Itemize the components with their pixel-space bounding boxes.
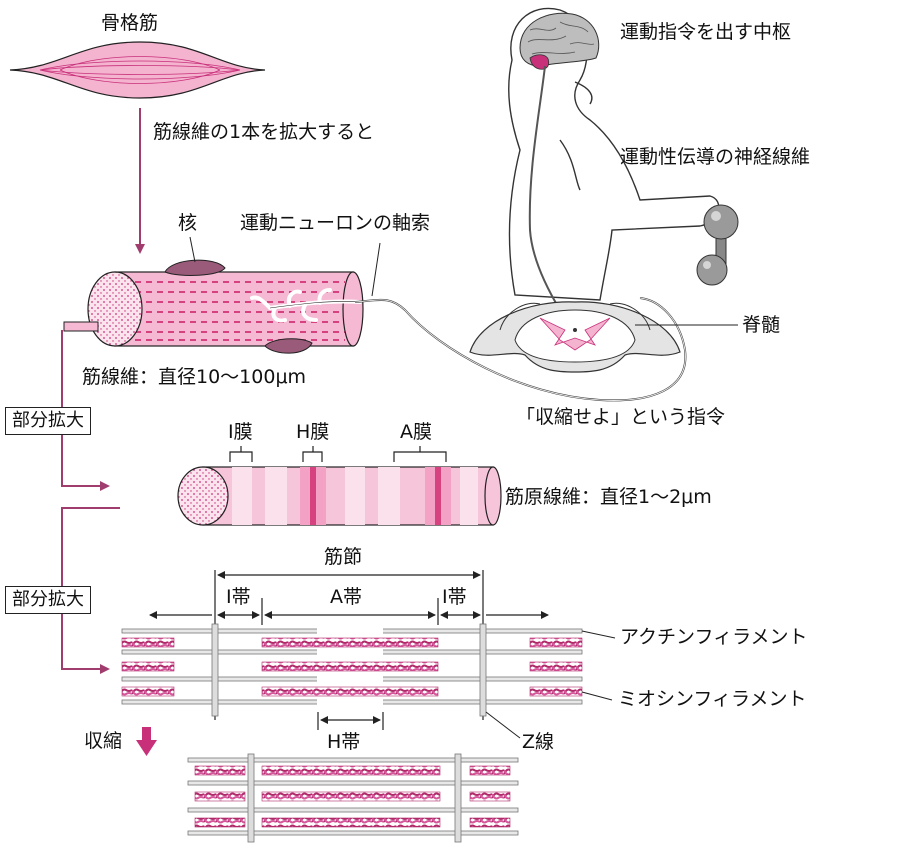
label-a-band: A帯 [330,586,362,608]
label-actin: アクチンフィラメント [620,626,808,648]
label-myosin: ミオシンフィラメント [618,688,807,710]
label-i-membrane: I膜 [228,421,253,443]
sarcomere-relaxed [121,623,583,717]
label-nucleus: 核 [178,212,198,234]
label-spinal-cord: 脊髄 [742,314,781,336]
label-i-band-right: I帯 [442,586,467,608]
label-partial-zoom-2: 部分拡大 [5,586,91,614]
dumbbell [696,204,739,286]
label-sarcomere: 筋節 [324,546,363,568]
axon-pointer [371,242,381,297]
label-magnify-fiber: 筋線維の1本を拡大すると [153,121,375,143]
nucleus-pointer [189,236,196,263]
label-partial-zoom-1: 部分拡大 [5,407,91,435]
membrane-brackets [229,446,447,462]
muscle-fiber-cylinder [63,259,364,354]
contraction-arrow [136,727,157,756]
spinal-path [528,65,561,311]
brain [519,12,600,70]
label-z-line: Z線 [522,731,555,753]
skeletal-muscle-shape [9,41,266,99]
label-motor-center: 運動指令を出す中枢 [620,21,792,43]
label-myofibril-diameter: 筋原線維：直径1～2μm [505,486,712,508]
myofibril [177,466,502,526]
label-contraction: 収縮 [84,730,123,752]
spinal-cross-section [469,301,681,373]
label-contract-command: 「収縮せよ」という指令 [516,406,726,428]
label-h-band: H帯 [327,731,361,753]
filament-pointers [485,630,616,739]
label-i-band-left: I帯 [226,586,251,608]
label-a-membrane: A膜 [400,421,432,443]
label-motor-axon: 運動ニューロンの軸索 [240,212,431,234]
label-motor-nerve: 運動性伝導の神経線維 [620,146,811,168]
label-fiber-diameter: 筋線維：直径10～100μm [82,366,307,388]
zoom-bracket-1 [61,330,110,491]
label-h-membrane: H膜 [296,421,330,443]
label-skeletal-muscle: 骨格筋 [101,12,159,34]
sarcomere-contracted [187,753,519,843]
